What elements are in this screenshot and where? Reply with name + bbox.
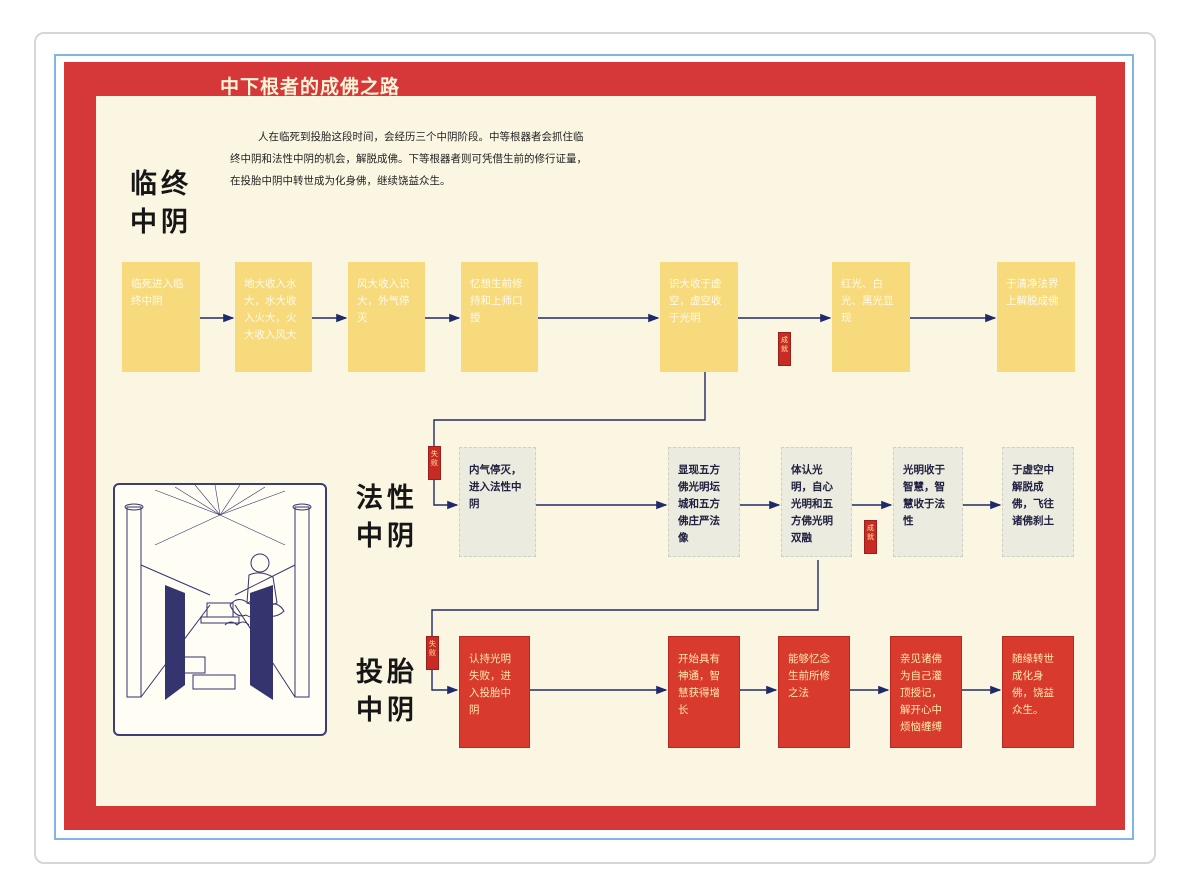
seal-success-dying: 成就	[778, 332, 791, 366]
pillar-left	[126, 506, 142, 698]
step-box-r3-1: 认持光明失败，进入投胎中阴	[459, 636, 530, 748]
seal-fail-dharmata: 失败	[426, 636, 439, 670]
illustration-drawing	[124, 484, 312, 700]
phase-label-dharmata: 法性中阴	[356, 483, 418, 552]
connector-dying-to-dharmata	[433, 372, 706, 510]
blue-frame	[54, 54, 1134, 840]
step-box-r1-4: 忆想生前修持和上师口授	[461, 262, 538, 372]
pillar-right	[294, 506, 310, 698]
seal-fail-dying: 失败	[428, 446, 441, 480]
step-box-r2-3: 体认光明，自心光明和五方佛光明双融	[781, 447, 852, 557]
step-box-r1-7: 于清净法界上解脱成佛	[997, 262, 1075, 372]
step-box-r2-4: 光明收于智慧，智慧收于法性	[893, 447, 963, 557]
step-box-r1-3: 风大收入识大，外气停灭	[348, 262, 425, 372]
step-box-r1-6: 红光、白光、黑光显现	[832, 262, 910, 372]
step-box-r3-4: 亲见诸佛为自己灌顶授记，解开心中烦恼缠缚	[890, 636, 962, 748]
step-box-r3-5: 随缘转世成化身佛，饶益众生。	[1002, 636, 1074, 748]
step-box-r2-2: 显现五方佛光明坛城和五方佛庄严法像	[668, 447, 740, 557]
step-box-r3-2: 开始具有神通，智慧获得增长	[668, 636, 740, 748]
page-title: 中下根者的成佛之路	[220, 76, 401, 98]
phase-label-rebirth: 投胎中阴	[356, 657, 418, 726]
step-box-r1-1: 临死进入临终中阴	[122, 262, 200, 372]
step-box-r1-2: 地大收入水大，水大收入火大，火大收入风大	[235, 262, 312, 372]
phase-label-dying: 临终中阴	[130, 169, 192, 238]
seal-success-dharmata: 成就	[864, 520, 877, 554]
intro-text: 人在临死到投胎这段时间，会经历三个中阴阶段。中等根器者会抓住临终中阴和法性中阴的…	[230, 131, 587, 187]
step-box-r3-3: 能够忆念生前所修之法	[778, 636, 850, 748]
meditation-illustration	[113, 483, 327, 736]
step-box-r2-1: 内气停灭，进入法性中阴	[459, 447, 536, 557]
step-box-r2-5: 于虚空中解脱成佛，飞往诸佛刹土	[1002, 447, 1074, 557]
connector-dharmata-to-rebirth	[431, 560, 819, 695]
step-box-r1-5: 识大收于虚空，虚空收于光明	[660, 262, 738, 372]
